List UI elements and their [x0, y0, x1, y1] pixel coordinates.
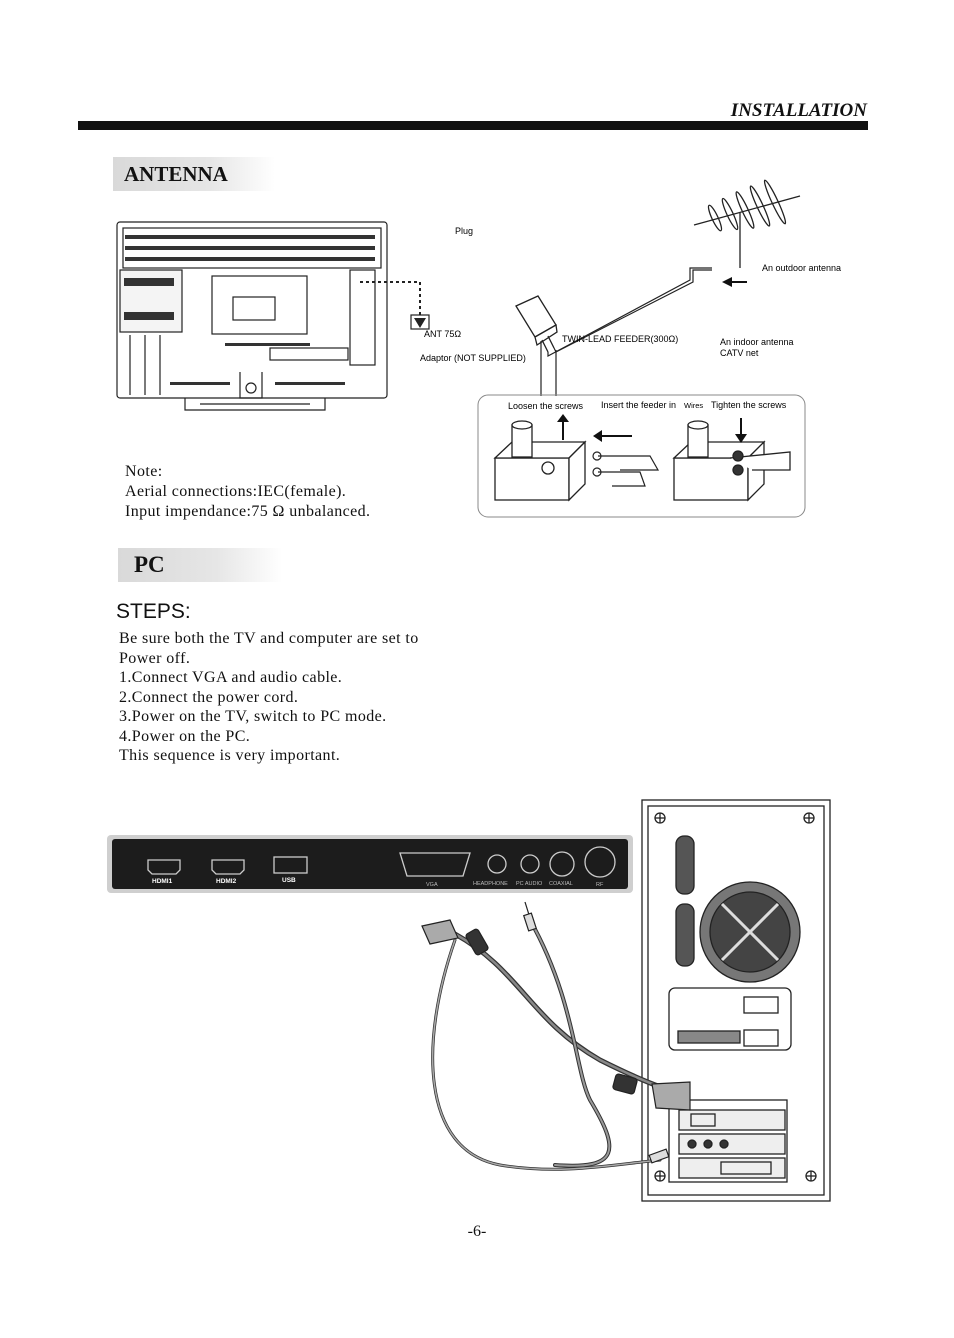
outdoor-antenna-icon: [693, 179, 801, 268]
usb-port: [273, 856, 308, 874]
header-rule: [78, 121, 868, 130]
port-label-hdmi2: HDMI2: [216, 878, 237, 885]
port-label-hdmi1: HDMI1: [152, 878, 173, 885]
label-ant: ANT 75Ω: [424, 329, 461, 339]
steps-title: STEPS:: [116, 600, 191, 623]
port-label-usb: USB: [282, 877, 296, 884]
label-outdoor: An outdoor antenna: [762, 263, 841, 273]
label-indoor-1: An indoor antenna: [720, 337, 794, 347]
step-line: 3.Power on the TV, switch to PC mode.: [119, 708, 387, 725]
terminal-left: [493, 420, 587, 502]
label-loosen: Loosen the screws: [508, 401, 584, 411]
port-label-vga: VGA: [426, 882, 438, 888]
step-line: 1.Connect VGA and audio cable.: [119, 669, 343, 686]
label-plug: Plug: [455, 226, 473, 236]
adaptor-plug: [515, 295, 558, 353]
pc-audio-port: [520, 854, 540, 874]
hdmi2-port: [211, 859, 245, 875]
vga-plug-left: [421, 919, 489, 956]
antenna-section-title: ANTENNA: [113, 157, 275, 191]
label-feeder: TWIN-LEAD FEEDER(300Ω): [562, 334, 678, 344]
port-label-headphone: HEADPHONE: [473, 881, 508, 887]
hdmi1-port: [147, 859, 181, 875]
port-label-pc-audio: PC AUDIO: [516, 881, 543, 887]
antenna-diagram: Plug An outdoor antenna ANT 75Ω TWIN-LEA…: [116, 179, 841, 518]
step-line: 2.Connect the power cord.: [119, 688, 299, 706]
label-wires: Wires: [684, 401, 703, 410]
headphone-port: [487, 854, 507, 874]
feeder-wires: [592, 451, 660, 487]
computer-back-illustration: [641, 799, 831, 1202]
label-indoor-2: CATV net: [720, 348, 759, 358]
port-label-coaxial: COAXIAL: [549, 881, 573, 887]
page-number: -6-: [467, 1223, 487, 1240]
header-title: INSTALLATION: [730, 100, 867, 121]
steps-list: Be sure both the TV and computer are set…: [119, 629, 419, 766]
vga-port: [399, 852, 471, 877]
vga-plug-right: [612, 1073, 691, 1111]
label-adaptor: Adaptor (NOT SUPPLIED): [420, 353, 526, 363]
screw-inset-box: [477, 394, 806, 518]
cables: [431, 918, 683, 1171]
pc-connection-diagram: HDMI1 HDMI2 USB VGA HEADPHONE PC AUDIO C…: [107, 799, 831, 1202]
audio-plug-right: [648, 1148, 670, 1164]
label-tighten: Tighten the screws: [711, 400, 787, 410]
note-line: Input impendance:75 Ω unbalanced.: [125, 503, 371, 520]
rf-port: [584, 846, 616, 878]
audio-plug-left: [522, 901, 538, 932]
coaxial-port: [549, 851, 575, 877]
antenna-note: Note: Aerial connections:IEC(female). In…: [125, 462, 370, 522]
step-line: Power off.: [119, 649, 191, 667]
pc-section-title: PC: [118, 548, 282, 582]
tv-side-panel: HDMI1 HDMI2 USB VGA HEADPHONE PC AUDIO C…: [107, 835, 633, 893]
step-line: This sequence is very important.: [119, 747, 341, 764]
step-line: 4.Power on the PC.: [119, 727, 251, 745]
step-line: Be sure both the TV and computer are set…: [119, 630, 419, 647]
terminal-right: [672, 420, 791, 502]
note-line: Note:: [125, 463, 163, 480]
note-line: Aerial connections:IEC(female).: [125, 483, 347, 500]
port-label-rf: RF: [596, 882, 604, 888]
dotted-connection: [360, 281, 421, 315]
label-insert: Insert the feeder in: [601, 400, 676, 410]
